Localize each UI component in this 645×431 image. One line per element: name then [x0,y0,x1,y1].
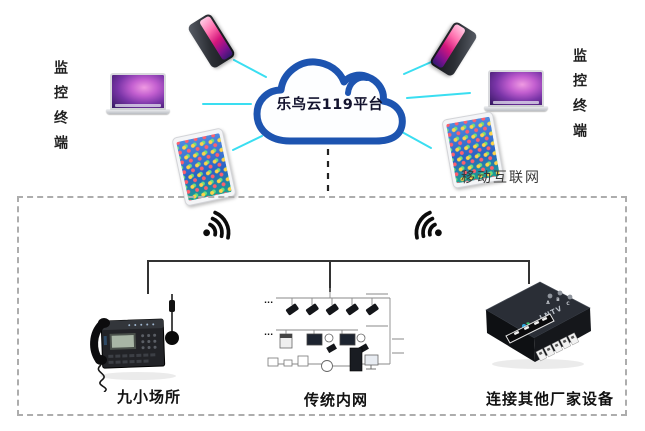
left-tablet [171,127,237,207]
smartphone-icon [186,12,237,70]
intranet-diagram: ... ... [262,286,407,386]
lntv-gateway-device: A B C LNTV [468,272,598,372]
right-phone [428,20,479,78]
ellipsis-text: ... [264,296,273,305]
detector-icons [285,303,379,316]
right-laptop [484,70,548,111]
led-label-b: B [556,297,560,303]
left-laptop [106,73,170,114]
local-zone-box [17,196,627,416]
wifi-icon [393,201,447,251]
smartphone-icon [428,20,479,78]
ellipsis-text: ... [264,328,273,337]
alarm-host-device [88,292,188,392]
wifi-icon [198,201,252,251]
led-label-a: A [546,300,550,306]
terminal-block-icons [535,332,580,362]
zone-label-other-vendors: 连接其他厂家设备 [486,390,615,408]
handset-icon [90,318,110,392]
cloud-platform-label: 乐鸟云119平台 [276,96,384,113]
mobile-internet-label: 移动互联网 [461,170,541,186]
laptop-icon [488,70,544,107]
laptop-icon [110,73,166,110]
cloud-platform: 乐鸟云119平台 [246,50,414,156]
antenna-icon [165,294,179,345]
left-phone [186,12,237,70]
right-terminal-label: 监控终端 [571,48,587,148]
led-label-c: C [566,301,570,307]
tablet-icon [171,127,237,207]
left-terminal-label: 监控终端 [52,60,68,160]
cloud-icon [253,58,406,145]
zone-label-traditional-intranet: 传统内网 [304,391,369,409]
zone-label-nine-small-places: 九小场所 [117,388,182,406]
status-led-icons [547,290,573,300]
